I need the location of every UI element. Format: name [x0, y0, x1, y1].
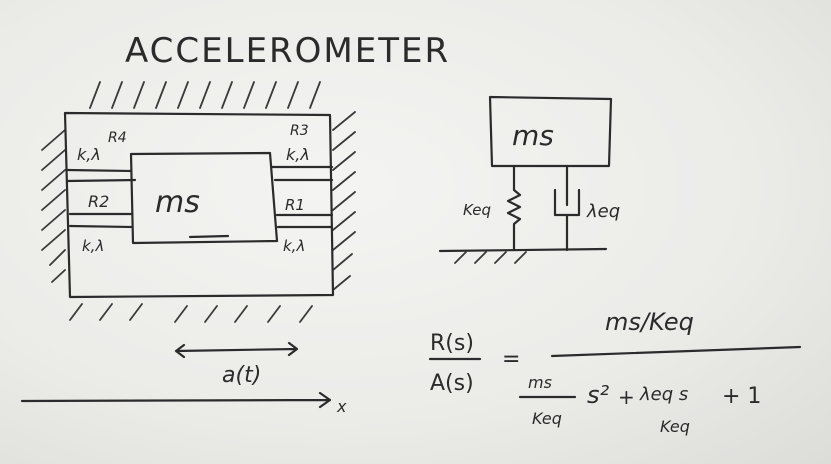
- mass-block: [129, 151, 279, 245]
- left-elements: [65, 168, 137, 229]
- lhs-numerator: R(s): [430, 331, 474, 356]
- x-axis-arrow: [20, 391, 332, 409]
- ground-hatch-bottom: [69, 303, 313, 323]
- label-k-lambda-top-right: k,λ: [286, 145, 310, 164]
- equivalent-mass-block: [488, 95, 613, 168]
- label-r1: R1: [285, 196, 305, 214]
- s-squared: s²: [587, 381, 610, 409]
- right-elements: [270, 165, 334, 229]
- spring-icon: [506, 164, 522, 252]
- den-term2-numerator: λeq s: [639, 384, 688, 405]
- lhs-denominator: A(s): [430, 371, 474, 396]
- equals-sign: =: [502, 347, 520, 372]
- label-k-lambda-bottom-right: k,λ: [283, 237, 305, 255]
- rhs-fraction-bar: [550, 345, 802, 358]
- den-term1-numerator: ms: [528, 373, 552, 392]
- den-term1-denominator: Keq: [532, 409, 562, 428]
- plus-sign-1: +: [618, 385, 635, 409]
- ground-hatch-right: [332, 111, 356, 291]
- damper-label: λeq: [586, 201, 620, 222]
- label-r2: R2: [88, 192, 109, 211]
- mass-label-right: ms: [512, 119, 554, 152]
- ground-line: [438, 247, 608, 253]
- housing-frame: [63, 111, 335, 299]
- title: ACCELEROMETER: [125, 31, 450, 71]
- x-axis-label: x: [336, 397, 347, 416]
- mass-label-left: ms: [155, 185, 200, 220]
- ground-hatch-right-diagram: [454, 251, 527, 264]
- spring-label: Keq: [463, 201, 491, 219]
- label-r3: R3: [290, 123, 309, 139]
- den-term2-denominator: Keq: [660, 417, 690, 436]
- plus-one: + 1: [722, 384, 761, 409]
- rhs-numerator: ms/Keq: [605, 308, 694, 336]
- transfer-function: R(s) A(s) = ms/Keq ms Keq s² + λeq s Keq…: [428, 308, 802, 436]
- label-r4: R4: [108, 130, 127, 146]
- ground-hatch-top: [89, 81, 321, 109]
- mass-underline: [188, 234, 230, 239]
- damper-icon: [553, 164, 581, 252]
- label-k-lambda-bottom-left: k,λ: [82, 237, 104, 255]
- acceleration-label: a(t): [222, 363, 261, 388]
- ground-hatch-left: [41, 129, 66, 283]
- label-k-lambda-top-left: k,λ: [77, 145, 101, 164]
- acceleration-arrow: [174, 341, 299, 359]
